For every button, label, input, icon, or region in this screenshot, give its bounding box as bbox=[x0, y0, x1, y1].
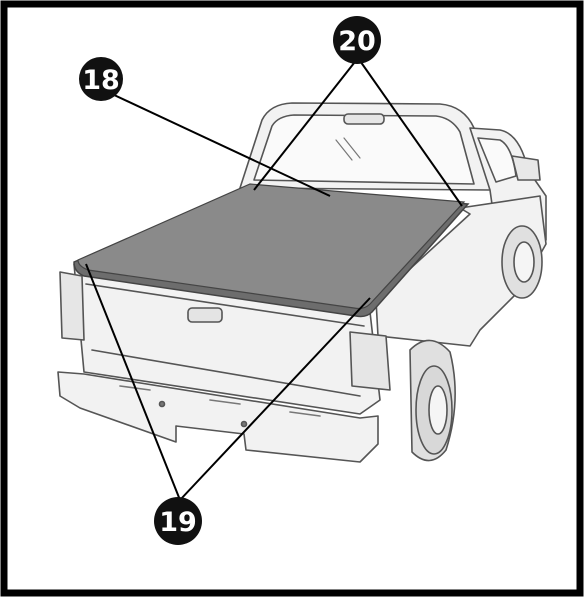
leader-lines bbox=[85, 57, 463, 501]
callout-19: 19 bbox=[154, 497, 202, 545]
callout-18: 18 bbox=[79, 57, 123, 101]
callout-20-label: 20 bbox=[338, 26, 376, 57]
leader-20-right bbox=[357, 57, 463, 207]
tonneau-cover bbox=[73, 183, 470, 318]
right-tail-light bbox=[349, 331, 391, 391]
bed-side bbox=[375, 195, 547, 347]
brake-light bbox=[343, 113, 385, 125]
leader-19-right bbox=[179, 297, 371, 501]
rear-window bbox=[253, 114, 475, 185]
side-mirror bbox=[511, 155, 541, 181]
leader-19-left bbox=[85, 263, 181, 501]
leader-18 bbox=[111, 93, 331, 197]
leader-20-left bbox=[253, 57, 359, 191]
side-window bbox=[477, 137, 517, 183]
callout-19-label: 19 bbox=[159, 507, 197, 538]
callout-20: 20 bbox=[333, 16, 381, 64]
callout-18-label: 18 bbox=[82, 65, 120, 96]
left-tail-light bbox=[59, 271, 85, 341]
tailgate-handle bbox=[187, 307, 223, 323]
